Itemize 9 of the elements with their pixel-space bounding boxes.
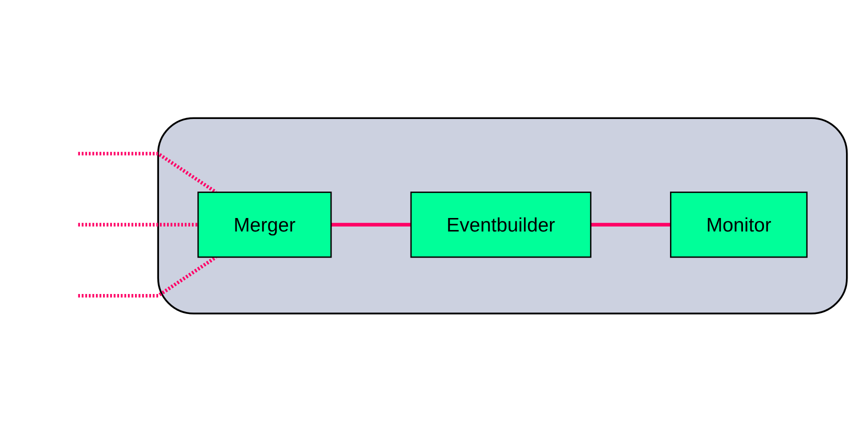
node-box: Merger xyxy=(197,192,332,258)
connector xyxy=(331,223,412,227)
node-box: Monitor xyxy=(670,192,808,258)
cluster xyxy=(157,117,848,315)
connector xyxy=(78,152,217,194)
connector xyxy=(590,223,671,227)
node-box: Eventbuilder xyxy=(410,192,592,258)
connector xyxy=(78,223,198,227)
connector xyxy=(78,256,217,298)
